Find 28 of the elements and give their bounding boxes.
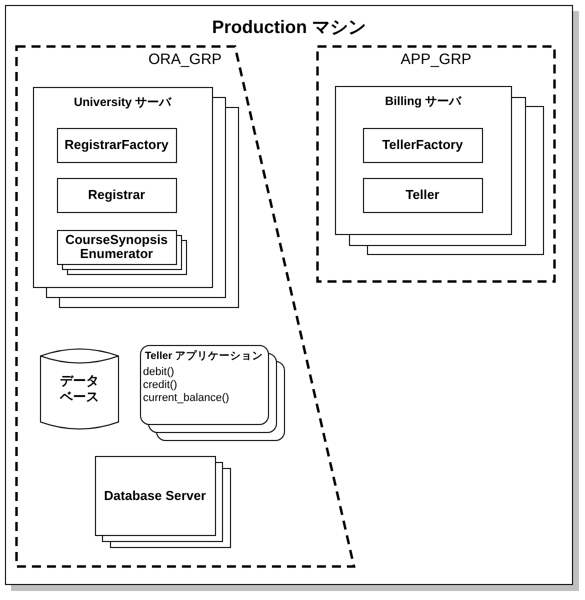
method-name: debit(): [143, 366, 174, 379]
machine-frame: [5, 5, 580, 592]
server-stack: [33, 87, 239, 308]
box-label: RegistrarFactory: [64, 137, 169, 153]
method-name: current_balance(): [143, 392, 230, 406]
group-label: APP_GRP: [400, 51, 472, 69]
object-stack: [57, 230, 187, 275]
server-stack: [335, 86, 544, 255]
server-title: Billing サーバ: [385, 94, 461, 108]
group-label: ORA_GRP: [148, 51, 222, 69]
box-label: Teller: [406, 187, 440, 203]
method-name: credit(): [143, 378, 178, 392]
application-title: Teller アプリケーション: [144, 350, 264, 363]
application-stack: [140, 345, 285, 441]
machine-title: Production マシン: [212, 17, 366, 39]
box-label: TellerFactory: [382, 137, 463, 153]
database-label: データベース: [60, 373, 100, 405]
server-stack: [95, 456, 231, 548]
object-box: [57, 178, 177, 213]
group-region: [316, 45, 557, 284]
server-label: Database Server: [104, 488, 206, 504]
object-box: [363, 128, 483, 163]
server-title: University サーバ: [74, 95, 172, 110]
object-box: [57, 128, 177, 163]
group-region: [15, 45, 356, 569]
object-box: [363, 178, 483, 213]
box-label: Registrar: [88, 187, 146, 203]
box-label: CourseSynopsis Enumerator: [64, 233, 169, 261]
